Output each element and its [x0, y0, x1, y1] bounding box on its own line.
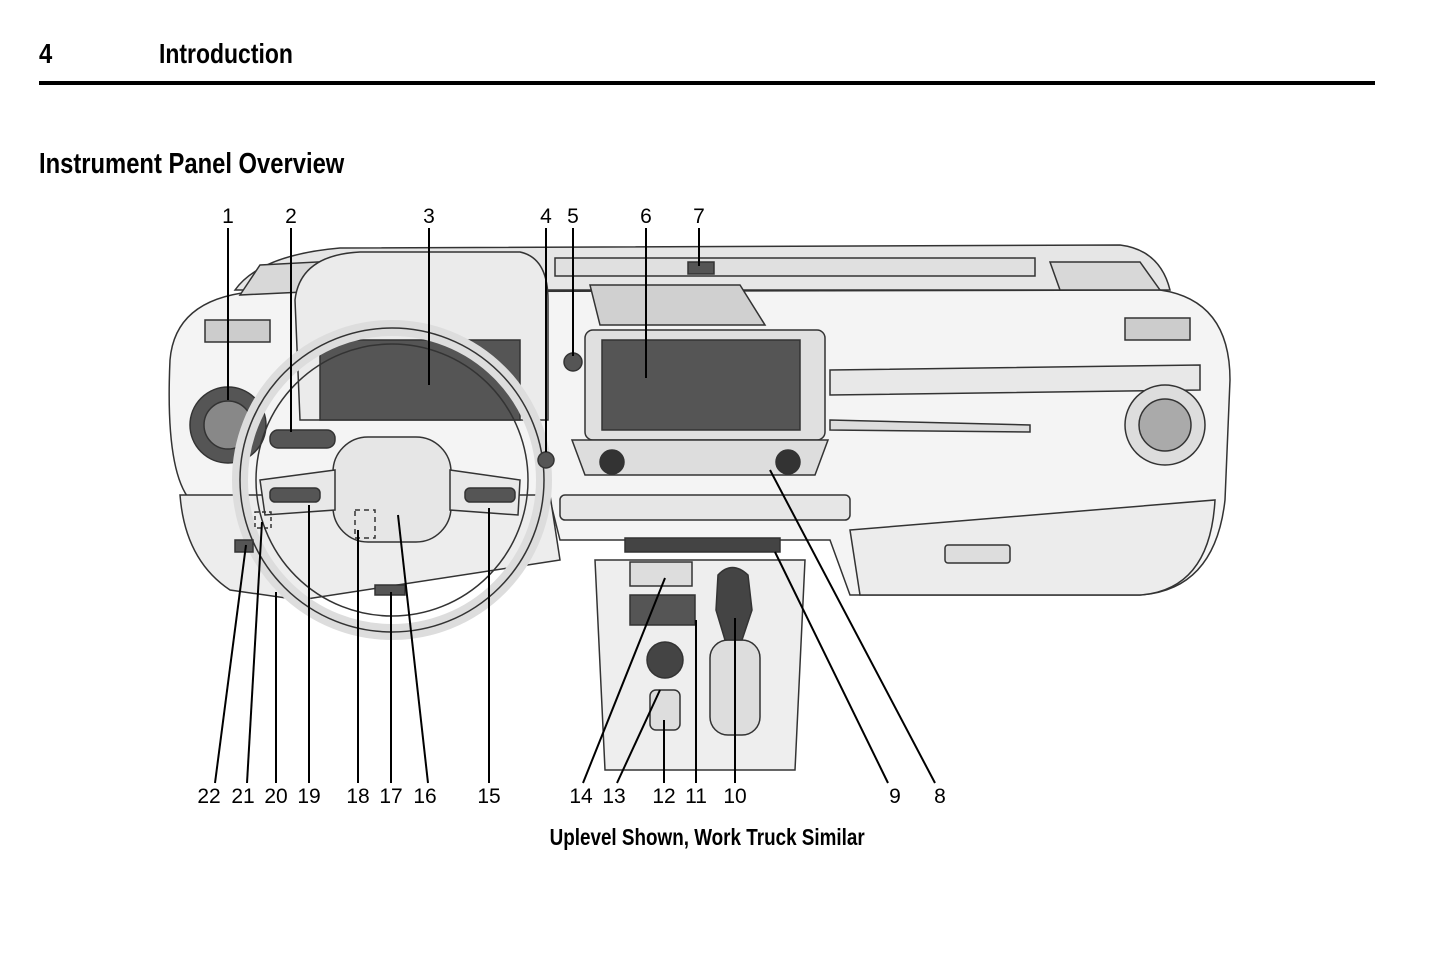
callouts-bottom: 22 21 20 19 18 17 16 15 14 13 12 11 10 9…	[197, 785, 946, 808]
callout-7: 7	[693, 205, 705, 228]
callout-5: 5	[567, 205, 579, 228]
callout-16: 16	[413, 785, 436, 808]
callout-3: 3	[423, 205, 435, 228]
callout-10: 10	[723, 785, 746, 808]
section-title: Instrument Panel Overview	[39, 148, 345, 180]
callout-1: 1	[222, 205, 234, 228]
callout-17: 17	[379, 785, 402, 808]
callout-19: 19	[297, 785, 320, 808]
figure-caption-text: Uplevel Shown, Work Truck Similar	[549, 824, 865, 850]
page-number: 4	[39, 38, 53, 69]
callout-15: 15	[477, 785, 500, 808]
callout-18: 18	[346, 785, 369, 808]
callout-9: 9	[889, 785, 901, 808]
callout-21: 21	[231, 785, 254, 808]
callout-14: 14	[569, 785, 593, 808]
callouts-top: 1 2 3 4 5 6 7	[222, 205, 705, 228]
callout-leader-lines	[214, 228, 936, 784]
callout-4: 4	[540, 205, 552, 228]
callout-22: 22	[197, 785, 220, 808]
callout-8: 8	[934, 785, 946, 808]
chapter-title: Introduction	[159, 38, 293, 69]
callout-11: 11	[685, 785, 707, 808]
callout-13: 13	[602, 785, 625, 808]
dashboard-illustration	[168, 244, 1231, 771]
callout-2: 2	[285, 205, 297, 228]
callout-12: 12	[652, 785, 675, 808]
callout-20: 20	[264, 785, 287, 808]
figure-caption: Uplevel Shown, Work Truck Similar	[0, 824, 1414, 851]
header-rule	[39, 81, 1375, 85]
callout-6: 6	[640, 205, 652, 228]
